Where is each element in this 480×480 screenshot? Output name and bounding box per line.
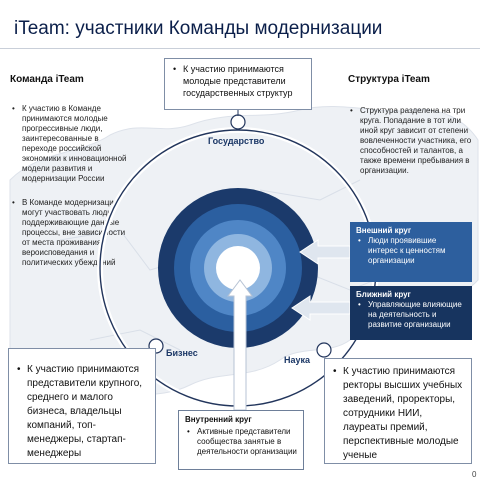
state-node — [230, 114, 246, 130]
business-box-text: К участию принимаются представители круп… — [15, 363, 147, 461]
near-circle-text: Управляющие влияющие на деятельность и р… — [356, 300, 466, 330]
science-box-text: К участию принимаются ректоры высших уче… — [331, 365, 463, 463]
inner-circle-arrow — [227, 279, 253, 411]
outer-circle-title: Внешний круг — [356, 226, 412, 235]
near-circle-box: Ближний круг Управляющие влияющие на дея… — [350, 286, 472, 340]
outer-circle-text: Люди проявившие интерес к ценностям орга… — [356, 236, 466, 266]
left-panel-bullet-2: В Команде модернизации могут участвовать… — [10, 198, 128, 268]
page-title: iTeam: участники Команды модернизации — [14, 18, 383, 39]
page-number: 0 — [472, 470, 477, 479]
right-panel-heading: Структура iTeam — [348, 74, 430, 85]
business-box: К участию принимаются представители круп… — [8, 348, 156, 464]
left-panel-bullet-1: К участию в Команде принимаются молодые … — [10, 104, 128, 184]
title-divider — [0, 48, 480, 49]
state-box: К участию принимаются молодые представит… — [164, 58, 312, 110]
near-circle-title: Ближний круг — [356, 290, 411, 299]
inner-circle-text: Активные представители сообщества заняты… — [185, 427, 297, 457]
left-panel: К участию в Команде принимаются молодые … — [10, 104, 128, 268]
state-label: Государство — [208, 136, 265, 146]
science-box: К участию принимаются ректоры высших уче… — [324, 358, 472, 464]
inner-circle-title: Внутренний круг — [185, 415, 252, 424]
business-label: Бизнес — [166, 348, 198, 358]
left-panel-heading: Команда iTeam — [10, 74, 84, 85]
near-circle-arrow — [291, 295, 351, 321]
ring-center — [216, 246, 260, 290]
science-node — [316, 342, 332, 358]
outer-circle-arrow — [299, 239, 351, 265]
outer-circle-box: Внешний круг Люди проявившие интерес к ц… — [350, 222, 472, 282]
science-label: Наука — [284, 355, 311, 365]
state-box-text: К участию принимаются молодые представит… — [171, 63, 305, 99]
inner-circle-box: Внутренний круг Активные представители с… — [178, 410, 304, 470]
right-panel-bullet-1: Структура разделена на три круга. Попада… — [348, 106, 472, 176]
right-panel: Структура разделена на три круга. Попада… — [348, 106, 472, 176]
